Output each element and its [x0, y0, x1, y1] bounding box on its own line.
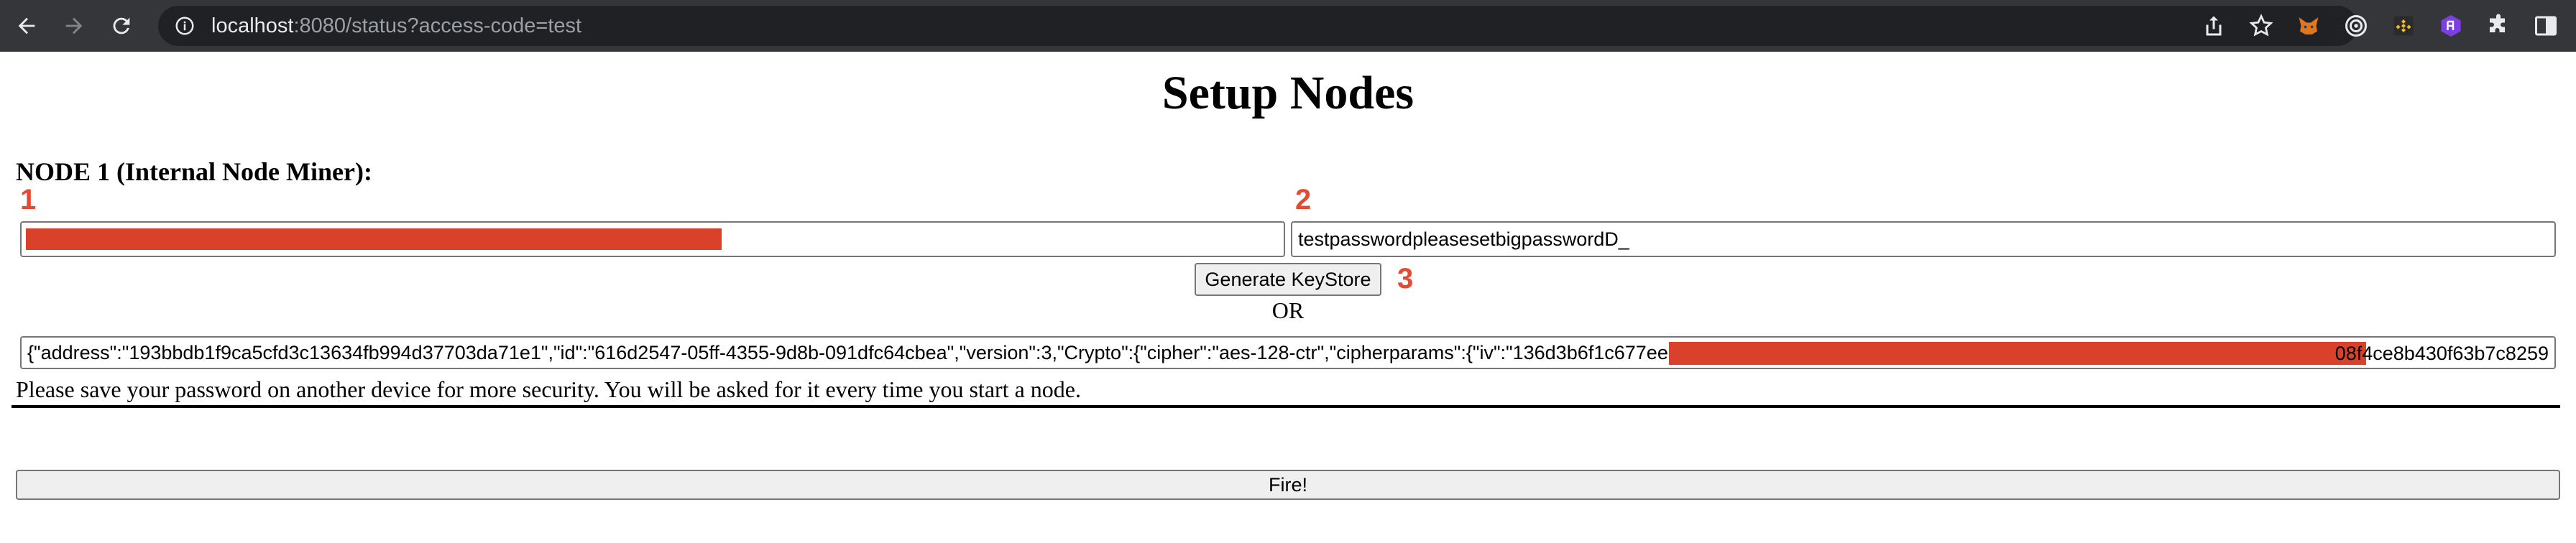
reload-button[interactable] — [101, 5, 142, 47]
side-panel-button[interactable] — [2531, 11, 2560, 40]
share-button[interactable] — [2199, 11, 2228, 40]
extensions-area — [2199, 7, 2576, 45]
forward-arrow-icon — [65, 17, 83, 34]
back-arrow-icon — [18, 17, 35, 34]
share-icon — [2206, 16, 2222, 36]
redaction-bar — [26, 228, 722, 250]
bookmark-button[interactable] — [2247, 11, 2276, 40]
extension-purple[interactable] — [2437, 11, 2465, 40]
redaction-bar — [1669, 342, 2366, 365]
address-bar[interactable]: localhost:8080/status?access-code=test — [158, 6, 2358, 46]
back-button[interactable] — [6, 5, 47, 47]
url-path: :8080/status?access-code=test — [293, 14, 582, 37]
annotation-label-1: 1 — [20, 184, 37, 215]
extension-binance[interactable] — [2389, 11, 2418, 40]
keystore-value-start: {"address":"193bbdb1f9ca5cfd3c13634fb994… — [27, 341, 1668, 363]
info-icon[interactable] — [174, 15, 196, 37]
extensions-menu-button[interactable] — [2484, 11, 2513, 40]
extension-target[interactable] — [2342, 11, 2370, 40]
generate-keystore-button[interactable]: Generate KeyStore — [1195, 263, 1381, 296]
browser-toolbar: localhost:8080/status?access-code=test — [0, 0, 2576, 52]
divider — [12, 405, 2560, 408]
node-address-input[interactable] — [20, 221, 1285, 257]
binance-icon — [2393, 16, 2414, 36]
annotation-label-2: 2 — [1295, 184, 1312, 215]
page-title: Setup Nodes — [1162, 67, 1414, 119]
target-icon — [2345, 15, 2367, 37]
annotation-label-3: 3 — [1397, 263, 1414, 294]
puzzle-icon — [2490, 14, 2505, 32]
reload-icon — [113, 17, 130, 34]
keystore-value-end: 08f4ce8b430f63b7c8259 — [2334, 343, 2549, 364]
password-value: testpasswordpleasesetbigpasswordD_ — [1298, 228, 1629, 250]
keystore-input[interactable]: {"address":"193bbdb1f9ca5cfd3c13634fb994… — [20, 336, 2556, 369]
or-separator: OR — [1271, 297, 1305, 323]
hexagon-icon — [2441, 15, 2461, 37]
node-section-title: NODE 1 (Internal Node Miner): — [16, 157, 372, 186]
extension-metamask[interactable] — [2294, 11, 2323, 40]
fire-button[interactable]: Fire! — [16, 470, 2560, 500]
url-host: localhost — [211, 14, 294, 37]
star-icon — [2249, 14, 2273, 37]
forward-button[interactable] — [53, 5, 95, 47]
fox-icon — [2299, 17, 2319, 34]
password-input[interactable]: testpasswordpleasesetbigpasswordD_ — [1291, 221, 2556, 257]
side-panel-icon — [2535, 16, 2557, 36]
security-note: Please save your password on another dev… — [16, 376, 1081, 402]
